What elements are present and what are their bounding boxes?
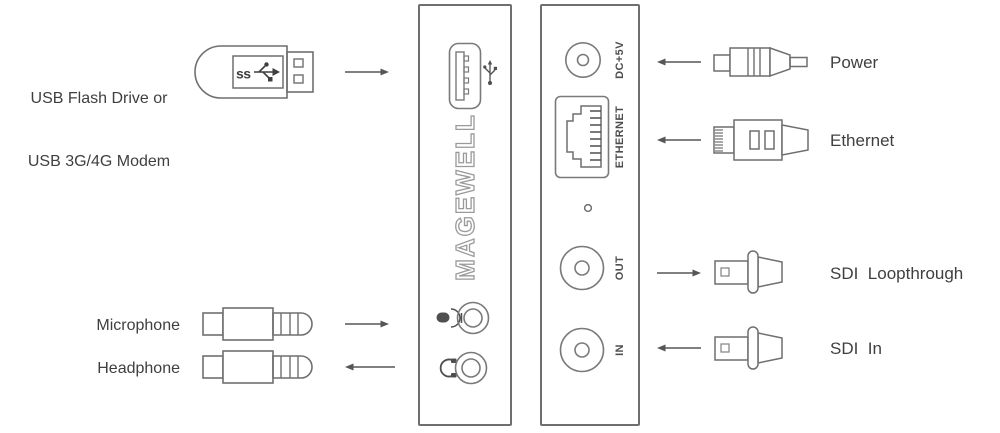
magewell-logo: MAGEWELL	[449, 113, 480, 282]
ethernet-port-label: ETHERNET	[614, 105, 626, 169]
dc-power-plug-icon	[713, 46, 808, 78]
ethernet-label: Ethernet	[830, 131, 895, 150]
rj45-plug-icon	[713, 119, 809, 161]
usb-source-label: USB Flash Drive or USB 3G/4G Modem	[18, 46, 180, 214]
microphone-jack-plug-icon	[202, 307, 313, 341]
sdi-loopthrough-label: SDI Loopthrough	[830, 264, 964, 283]
headphone-arrow-left-icon	[345, 363, 395, 371]
microphone-jack-port-icon	[456, 301, 490, 335]
sdi-out-port-icon	[559, 245, 605, 291]
microphone-icon	[436, 308, 463, 328]
power-label: Power	[830, 53, 879, 72]
microphone-label: Microphone	[96, 317, 180, 334]
device-side-panel	[418, 4, 512, 426]
sdi-in-port-icon	[559, 327, 605, 373]
sdi-loopthrough-arrow-right-icon	[657, 269, 701, 277]
bnc-connector-in-icon	[714, 326, 783, 370]
microphone-arrow-right-icon	[345, 320, 389, 328]
dc-power-port-icon	[564, 41, 602, 79]
usb-arrow-right-icon	[345, 68, 389, 76]
power-arrow-left-icon	[657, 58, 701, 66]
sdi-in-arrow-left-icon	[657, 344, 701, 352]
usb-a-port-icon	[448, 42, 482, 110]
headphone-icon	[439, 358, 457, 378]
ethernet-arrow-left-icon	[657, 136, 701, 144]
headphone-jack-plug-icon	[202, 350, 313, 384]
usb-source-label-line1: USB Flash Drive or	[30, 90, 168, 107]
usb3-trident-arrow	[254, 62, 280, 82]
usb-trident-icon	[483, 60, 497, 85]
sdi-in-label: SDI In	[830, 339, 882, 358]
headphone-jack-port-icon	[454, 351, 488, 385]
usb-flash-drive-icon: ss	[194, 45, 314, 99]
usb3-ss-label: ss	[236, 66, 251, 82]
headphone-label: Headphone	[97, 360, 180, 377]
sdi-in-port-label: IN	[614, 344, 626, 356]
bnc-connector-loopthrough-icon	[714, 250, 783, 294]
reset-pinhole-icon	[583, 203, 593, 213]
ethernet-port-icon	[554, 95, 610, 179]
usb-source-label-line2: USB 3G/4G Modem	[27, 153, 171, 170]
sdi-out-port-label: OUT	[614, 255, 626, 281]
device-rear-panel	[540, 4, 640, 426]
